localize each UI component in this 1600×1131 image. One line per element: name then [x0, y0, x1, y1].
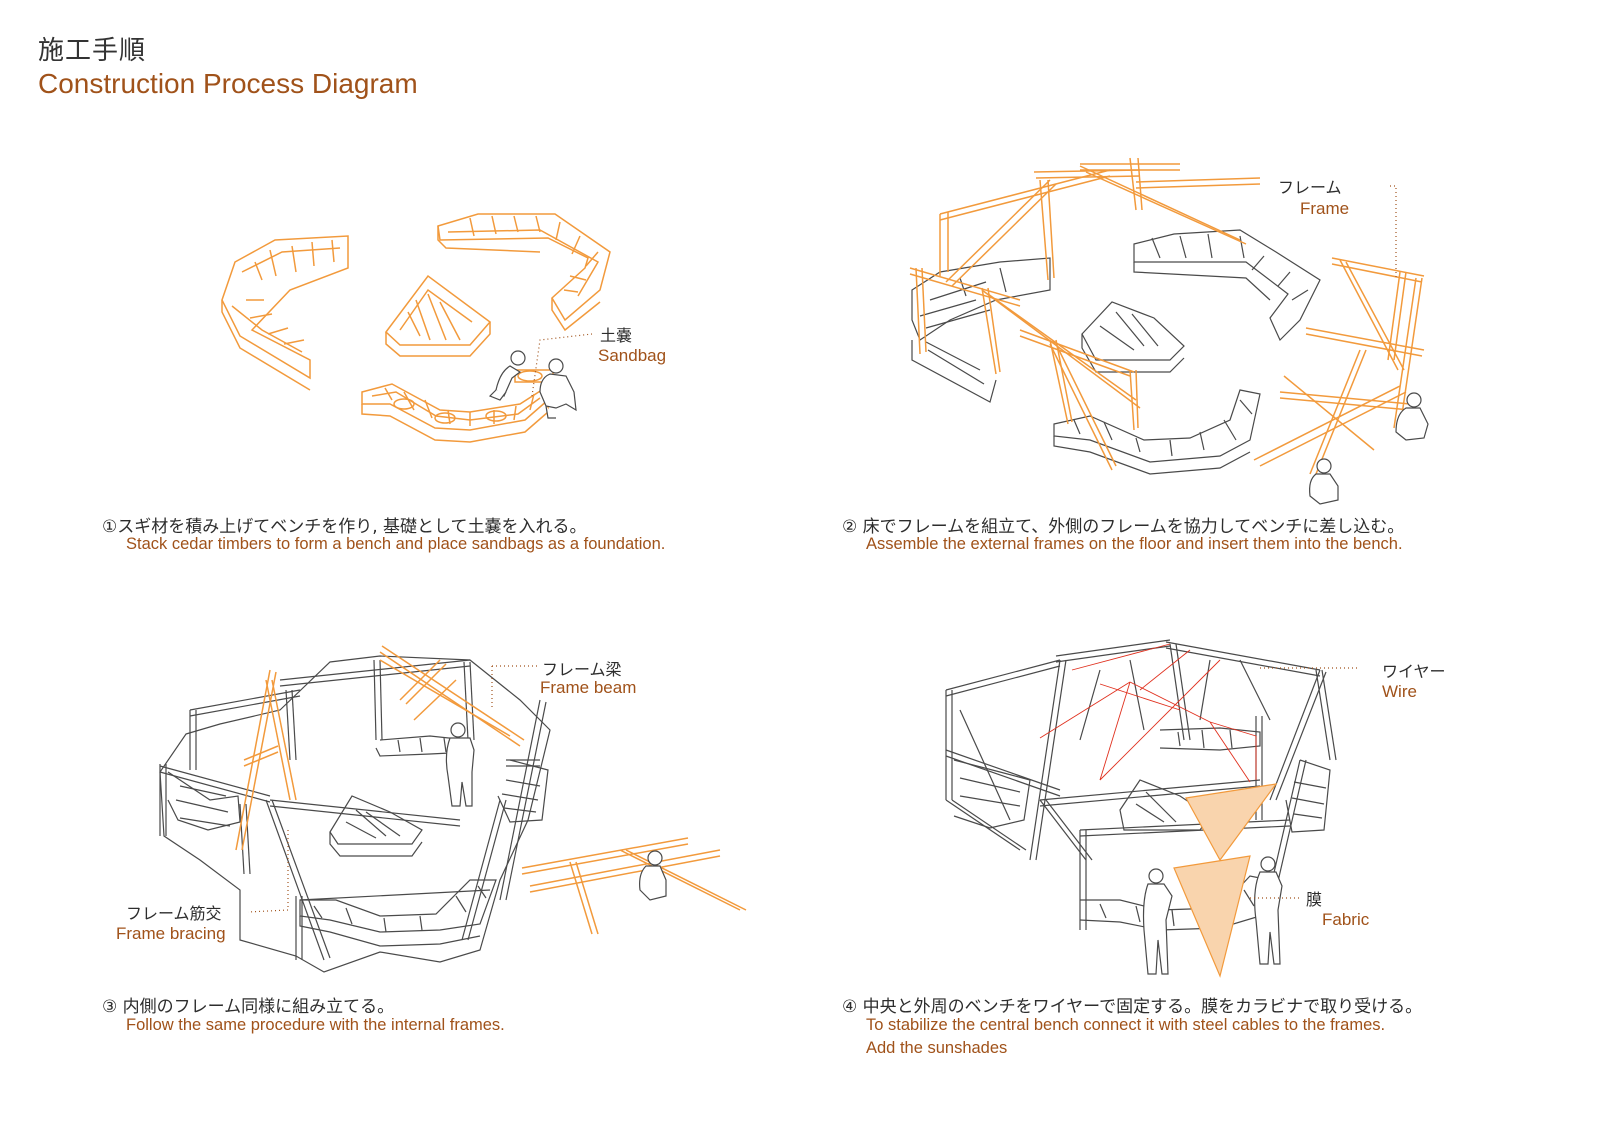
workers-figure — [488, 350, 577, 419]
label-sandbag-en: Sandbag — [598, 346, 667, 365]
step-4-caption-en-2: Add the sunshades — [866, 1039, 1008, 1057]
steel-wires — [1039, 643, 1257, 783]
label-sandbag-jp: 土嚢 — [600, 326, 633, 345]
label-fabric-en: Fabric — [1322, 910, 1370, 929]
completed-structure — [945, 639, 1337, 931]
step-3-panel: フレーム梁 Frame beam フレーム筋交 Frame bracing ③ … — [0, 560, 780, 1120]
step-3-caption-jp: ③ 内側のフレーム同様に組み立てる。 — [102, 997, 395, 1017]
page-title-jp: 施工手順 — [38, 36, 147, 66]
step-2-illustration — [909, 157, 1429, 505]
step-4-panel: ワイヤー Wire 膜 Fabric ④ 中央と外周のベンチをワイヤーで固定する… — [800, 560, 1580, 1120]
internal-frames — [235, 645, 747, 935]
label-frame-bracing-en: Frame bracing — [116, 924, 226, 943]
bench-segment-bottom — [361, 369, 554, 443]
bench-segment-right — [437, 213, 611, 332]
label-frame-beam-en: Frame beam — [540, 678, 637, 697]
worker-figures — [1142, 856, 1283, 975]
step-4-illustration — [945, 639, 1360, 978]
label-wire-en: Wire — [1382, 682, 1417, 701]
step-1-illustration — [221, 213, 611, 443]
external-frames — [909, 157, 1425, 475]
label-frame-jp: フレーム — [1278, 178, 1342, 197]
step-3-illustration — [159, 645, 747, 973]
bench-segment-left — [221, 235, 349, 391]
step-2-caption-jp: ② 床でフレームを組立て、外側のフレームを協力してベンチに差し込む。 — [842, 517, 1405, 537]
label-frame-beam-jp: フレーム梁 — [542, 660, 622, 679]
page-title-en: Construction Process Diagram — [38, 68, 418, 99]
sunshade-fabric — [1173, 783, 1278, 978]
label-frame-en: Frame — [1300, 199, 1350, 218]
worker-figures — [445, 722, 667, 901]
step-4-caption-jp: ④ 中央と外周のベンチをワイヤーで固定する。膜をカラビナで取り受ける。 — [842, 997, 1423, 1017]
step-1-caption-jp: ①スギ材を積み上げてベンチを作り, 基礎として土嚢を入れる。 — [102, 517, 587, 537]
worker-figure — [1309, 392, 1429, 505]
step-2-panel: フレーム Frame ② 床でフレームを組立て、外側のフレームを協力してベンチに… — [800, 0, 1580, 560]
label-wire-jp: ワイヤー — [1382, 662, 1446, 681]
step-1-caption-en: Stack cedar timbers to form a bench and … — [126, 535, 666, 553]
step-3-caption-en: Follow the same procedure with the inter… — [126, 1016, 505, 1034]
step-1-panel: 土嚢 Sandbag ①スギ材を積み上げてベンチを作り, 基礎として土嚢を入れる… — [0, 0, 780, 560]
label-frame-bracing-jp: フレーム筋交 — [126, 904, 222, 923]
benches — [911, 229, 1321, 475]
central-bench — [384, 274, 492, 357]
step-2-caption-en: Assemble the external frames on the floo… — [866, 535, 1403, 553]
label-fabric-jp: 膜 — [1306, 890, 1323, 909]
step-4-caption-en: To stabilize the central bench connect i… — [866, 1016, 1386, 1034]
